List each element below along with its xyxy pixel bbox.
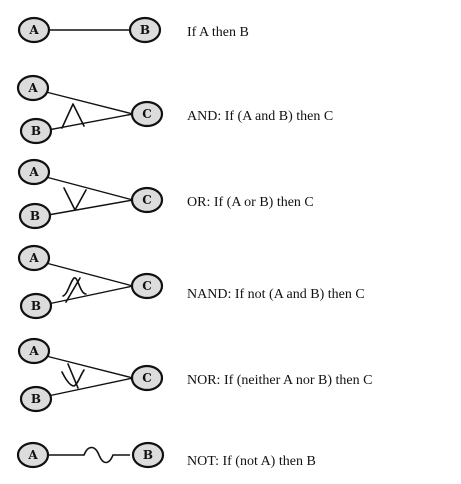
rule-text: NAND: If not (A and B) then C — [187, 287, 365, 302]
nor-symbol — [61, 369, 85, 387]
node-b: B — [131, 441, 165, 469]
node-a: A — [17, 16, 51, 44]
node-a: A — [17, 158, 51, 186]
rule-text: If A then B — [187, 25, 249, 40]
rule-text: OR: If (A or B) then C — [187, 195, 314, 210]
node-b: B — [18, 202, 52, 230]
edge-a-c — [45, 176, 134, 201]
edge-a-c — [45, 262, 134, 287]
rule-text: NOR: If (neither A nor B) then C — [187, 373, 372, 388]
node-c: C — [130, 186, 164, 214]
node-c-label: C — [142, 107, 152, 121]
node-a-label: A — [28, 23, 39, 37]
rule-if-then: A B If A then B — [17, 16, 249, 44]
node-a-label: A — [27, 81, 38, 95]
and-symbol — [61, 103, 85, 129]
node-c-label: C — [142, 371, 152, 385]
node-b-label: B — [31, 299, 41, 313]
nor-negation-mark — [67, 363, 79, 389]
node-b: B — [19, 117, 53, 145]
or-symbol — [63, 187, 87, 211]
node-c: C — [130, 100, 164, 128]
node-c: C — [130, 272, 164, 300]
node-a: A — [16, 441, 50, 469]
node-b: B — [19, 292, 53, 320]
node-b-label: B — [31, 124, 41, 138]
not-tilde-symbol — [83, 446, 114, 464]
edge-b-c — [47, 377, 134, 397]
node-a-label: A — [28, 344, 39, 358]
edge-a-c — [45, 91, 134, 115]
rule-nor: A B C NOR: If (neither A nor B) then C — [17, 337, 372, 413]
node-b-label: B — [140, 23, 150, 37]
node-a: A — [17, 244, 51, 272]
rule-text: AND: If (A and B) then C — [187, 109, 333, 124]
edge-b-c — [47, 199, 134, 216]
nand-negation-mark — [65, 277, 81, 303]
node-a: A — [17, 337, 51, 365]
node-a: A — [16, 74, 50, 102]
rule-or: A B C OR: If (A or B) then C — [17, 158, 314, 230]
nand-symbol — [62, 277, 87, 297]
node-c: C — [130, 364, 164, 392]
node-b-label: B — [30, 209, 40, 223]
node-b-label: B — [31, 392, 41, 406]
edge-a-c — [45, 355, 134, 379]
node-a-label: A — [28, 165, 39, 179]
node-a-label: A — [27, 448, 38, 462]
node-b: B — [128, 16, 162, 44]
node-c-label: C — [142, 193, 152, 207]
edge-b-c — [47, 113, 134, 131]
node-b: B — [19, 385, 53, 413]
node-a-label: A — [28, 251, 39, 265]
node-b-label: B — [143, 448, 153, 462]
rule-and: A B C AND: If (A and B) then C — [16, 74, 333, 145]
rule-nand: A B C NAND: If not (A and B) then C — [17, 244, 365, 320]
node-c-label: C — [142, 279, 152, 293]
rule-text: NOT: If (not A) then B — [187, 454, 316, 469]
edge-b-c — [47, 285, 134, 305]
rule-not: A B NOT: If (not A) then B — [16, 441, 316, 469]
